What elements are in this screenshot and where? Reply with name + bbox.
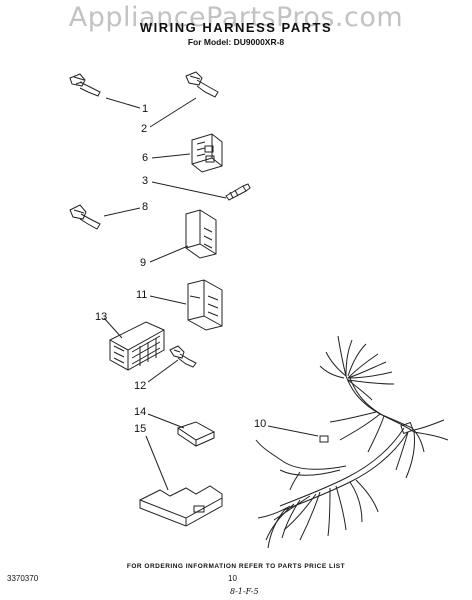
block-part-14: [176, 421, 216, 447]
screw-part-3: [225, 183, 251, 201]
ordering-note: FOR ORDERING INFORMATION REFER TO PARTS …: [126, 563, 346, 570]
callout-12: 12: [134, 380, 147, 392]
page-title: WIRING HARNESS PARTS: [139, 20, 333, 35]
callout-10: 10: [254, 418, 267, 430]
leader-13: [103, 317, 123, 339]
callout-1: 1: [142, 103, 149, 115]
leader-6: [151, 153, 191, 159]
callout-2: 2: [141, 123, 148, 135]
handwritten-mark: 8-1-F-5: [230, 587, 259, 596]
leader-15: [145, 435, 169, 491]
callout-6: 6: [142, 152, 149, 164]
leader-12: [147, 359, 179, 383]
callout-9: 9: [140, 257, 147, 269]
terminal-part-12: [169, 345, 197, 368]
document-number: 3370370: [7, 574, 39, 583]
callout-3: 3: [142, 175, 149, 187]
bracket-part-15: [139, 485, 223, 527]
connector-block-part-13: [109, 321, 165, 371]
leader-11: [149, 295, 187, 305]
leader-9: [149, 245, 189, 263]
leader-8: [103, 207, 141, 217]
housing-part-9: [185, 209, 217, 259]
callout-11: 11: [136, 289, 148, 301]
callout-13: 13: [95, 311, 108, 323]
leader-14: [147, 413, 185, 429]
leader-2: [149, 97, 197, 128]
model-label: For Model: DU9000XR-8: [187, 37, 285, 47]
terminal-part-2: [185, 71, 219, 98]
terminal-part-8: [69, 204, 101, 230]
leader-1: [105, 97, 141, 109]
callout-15: 15: [134, 423, 147, 435]
page-number: 10: [228, 574, 237, 583]
callout-8: 8: [142, 201, 149, 213]
leader-3: [151, 181, 227, 199]
connector-part-6: [191, 133, 223, 173]
callout-14: 14: [134, 406, 147, 418]
housing-part-11: [187, 279, 223, 331]
wiring-harness-part-10: [255, 335, 449, 549]
leader-10: [267, 425, 319, 437]
terminal-part-1: [69, 73, 101, 97]
